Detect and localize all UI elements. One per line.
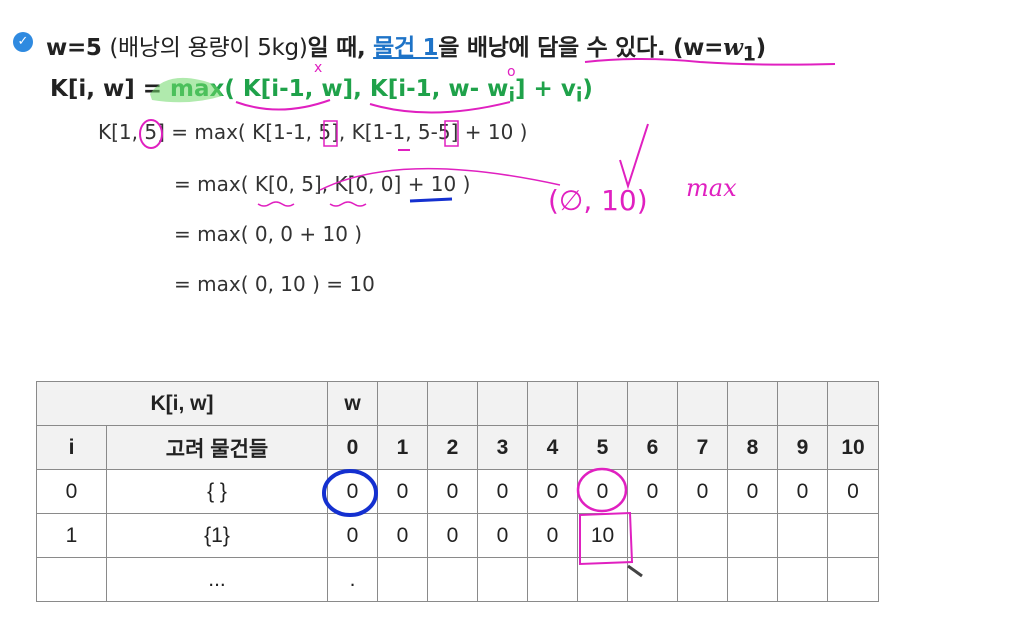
check-circle-icon: ✓	[13, 32, 33, 52]
problem-statement: w=5 (배낭의 용량이 5kg)일 때, 물건 1을 배낭에 담을 수 있다.…	[46, 28, 766, 66]
formula-sub-i2: i	[575, 83, 583, 107]
dp-cell: 0	[577, 469, 628, 514]
dp-cell: 0	[427, 513, 478, 558]
w-header: 1	[377, 425, 428, 470]
w-header: 7	[677, 425, 728, 470]
header-blank	[527, 381, 578, 426]
handwritten-max: max	[686, 174, 737, 202]
dp-table: K[i, w] w i 고려 물건들 0 1 2 3 4 5 6 7 8 9 1…	[36, 381, 879, 602]
dp-cell	[377, 557, 428, 602]
dp-cell: 0	[427, 469, 478, 514]
dp-cell	[777, 557, 828, 602]
condition-weight: w	[723, 34, 743, 61]
dp-cell	[677, 557, 728, 602]
row-i	[36, 557, 107, 602]
condition-close: )	[755, 35, 767, 61]
check-mark	[619, 123, 649, 190]
items-label: 고려 물건들	[106, 425, 328, 470]
table-row: 0 { } 0 0 0 0 0 0 0 0 0 0 0	[36, 469, 879, 514]
capacity-note: (배낭의 용량이 5kg)	[109, 35, 308, 61]
formula-lhs: K[i, w] =	[50, 76, 171, 102]
dp-cell: 0	[527, 469, 578, 514]
dp-cell	[427, 557, 478, 602]
header-blank	[777, 381, 828, 426]
dp-cell	[827, 513, 879, 558]
dp-cell: 10	[577, 513, 628, 558]
w-header: 5	[577, 425, 628, 470]
w-header: 9	[777, 425, 828, 470]
item-1-link[interactable]: 물건 1	[373, 35, 439, 61]
row-items: { }	[106, 469, 328, 514]
dp-cell: 0	[477, 513, 528, 558]
w-header: 3	[477, 425, 528, 470]
w-header: 10	[827, 425, 879, 470]
header-blank	[727, 381, 778, 426]
w-header: 0	[327, 425, 378, 470]
header-blank	[577, 381, 628, 426]
w-header: 8	[727, 425, 778, 470]
equation-step-1: K[1, 5] = max( K[1-1, 5], K[1-1, 5-5] + …	[98, 120, 528, 144]
dp-cell	[727, 513, 778, 558]
row-i: 1	[36, 513, 107, 558]
dp-cell: 0	[727, 469, 778, 514]
blue-underline-mark	[409, 197, 453, 203]
condition-sub: 1	[742, 42, 756, 66]
equation-step-4: = max( 0, 10 ) = 10	[174, 272, 375, 296]
formula-close: )	[582, 76, 593, 102]
dp-cell: 0	[677, 469, 728, 514]
equation-step-2: = max( K[0, 5], K[0, 0] + 10 )	[174, 172, 471, 196]
i-label: i	[36, 425, 107, 470]
formula-plus-v: ] + v	[515, 76, 576, 102]
dp-cell	[627, 557, 678, 602]
dp-cell	[677, 513, 728, 558]
condition-open: (w=	[672, 35, 724, 61]
row-items: {1}	[106, 513, 328, 558]
capacity-text: w=5	[46, 35, 110, 61]
table-header-row-2: i 고려 물건들 0 1 2 3 4 5 6 7 8 9 10	[36, 425, 879, 470]
formula-sub-i: i	[508, 83, 516, 107]
dp-cell	[627, 513, 678, 558]
table-header-row-1: K[i, w] w	[36, 381, 879, 426]
dp-cell: 0	[477, 469, 528, 514]
dp-cell: 0	[827, 469, 879, 514]
dp-cell	[727, 557, 778, 602]
when-text: 일 때,	[307, 35, 374, 61]
header-blank	[477, 381, 528, 426]
dp-cell: 0	[327, 513, 378, 558]
table-row: ... .	[36, 557, 879, 602]
table-title: K[i, w]	[36, 381, 328, 426]
squiggle-mark	[257, 201, 295, 207]
w-header: 4	[527, 425, 578, 470]
can-pack-text: 을 배낭에 담을 수 있다.	[438, 35, 673, 61]
header-blank	[427, 381, 478, 426]
row-i: 0	[36, 469, 107, 514]
header-blank	[677, 381, 728, 426]
dp-cell: 0	[527, 513, 578, 558]
dp-cell: 0	[627, 469, 678, 514]
handwritten-tuple: (∅, 10)	[548, 184, 648, 217]
dp-cell	[777, 513, 828, 558]
w-header: 2	[427, 425, 478, 470]
w-header: 6	[627, 425, 678, 470]
dp-cell: 0	[377, 513, 428, 558]
dp-cell	[577, 557, 628, 602]
table-row: 1 {1} 0 0 0 0 0 10	[36, 513, 879, 558]
dp-cell	[527, 557, 578, 602]
dp-cell: 0	[327, 469, 378, 514]
equation-step-3: = max( 0, 0 + 10 )	[174, 222, 363, 246]
formula-max-part: max( K[i-1, w], K[i-1, w- w	[170, 76, 509, 102]
dp-cell: 0	[377, 469, 428, 514]
row-items: ...	[106, 557, 328, 602]
header-blank	[627, 381, 678, 426]
dp-cell: .	[327, 557, 378, 602]
recurrence-formula: K[i, w] = max( K[i-1, w], K[i-1, w- wi] …	[50, 76, 593, 107]
dp-cell: 0	[777, 469, 828, 514]
squiggle-mark-2	[329, 201, 367, 207]
w-label: w	[327, 381, 378, 426]
header-blank	[827, 381, 879, 426]
header-blank	[377, 381, 428, 426]
dp-cell	[827, 557, 879, 602]
dp-cell	[477, 557, 528, 602]
